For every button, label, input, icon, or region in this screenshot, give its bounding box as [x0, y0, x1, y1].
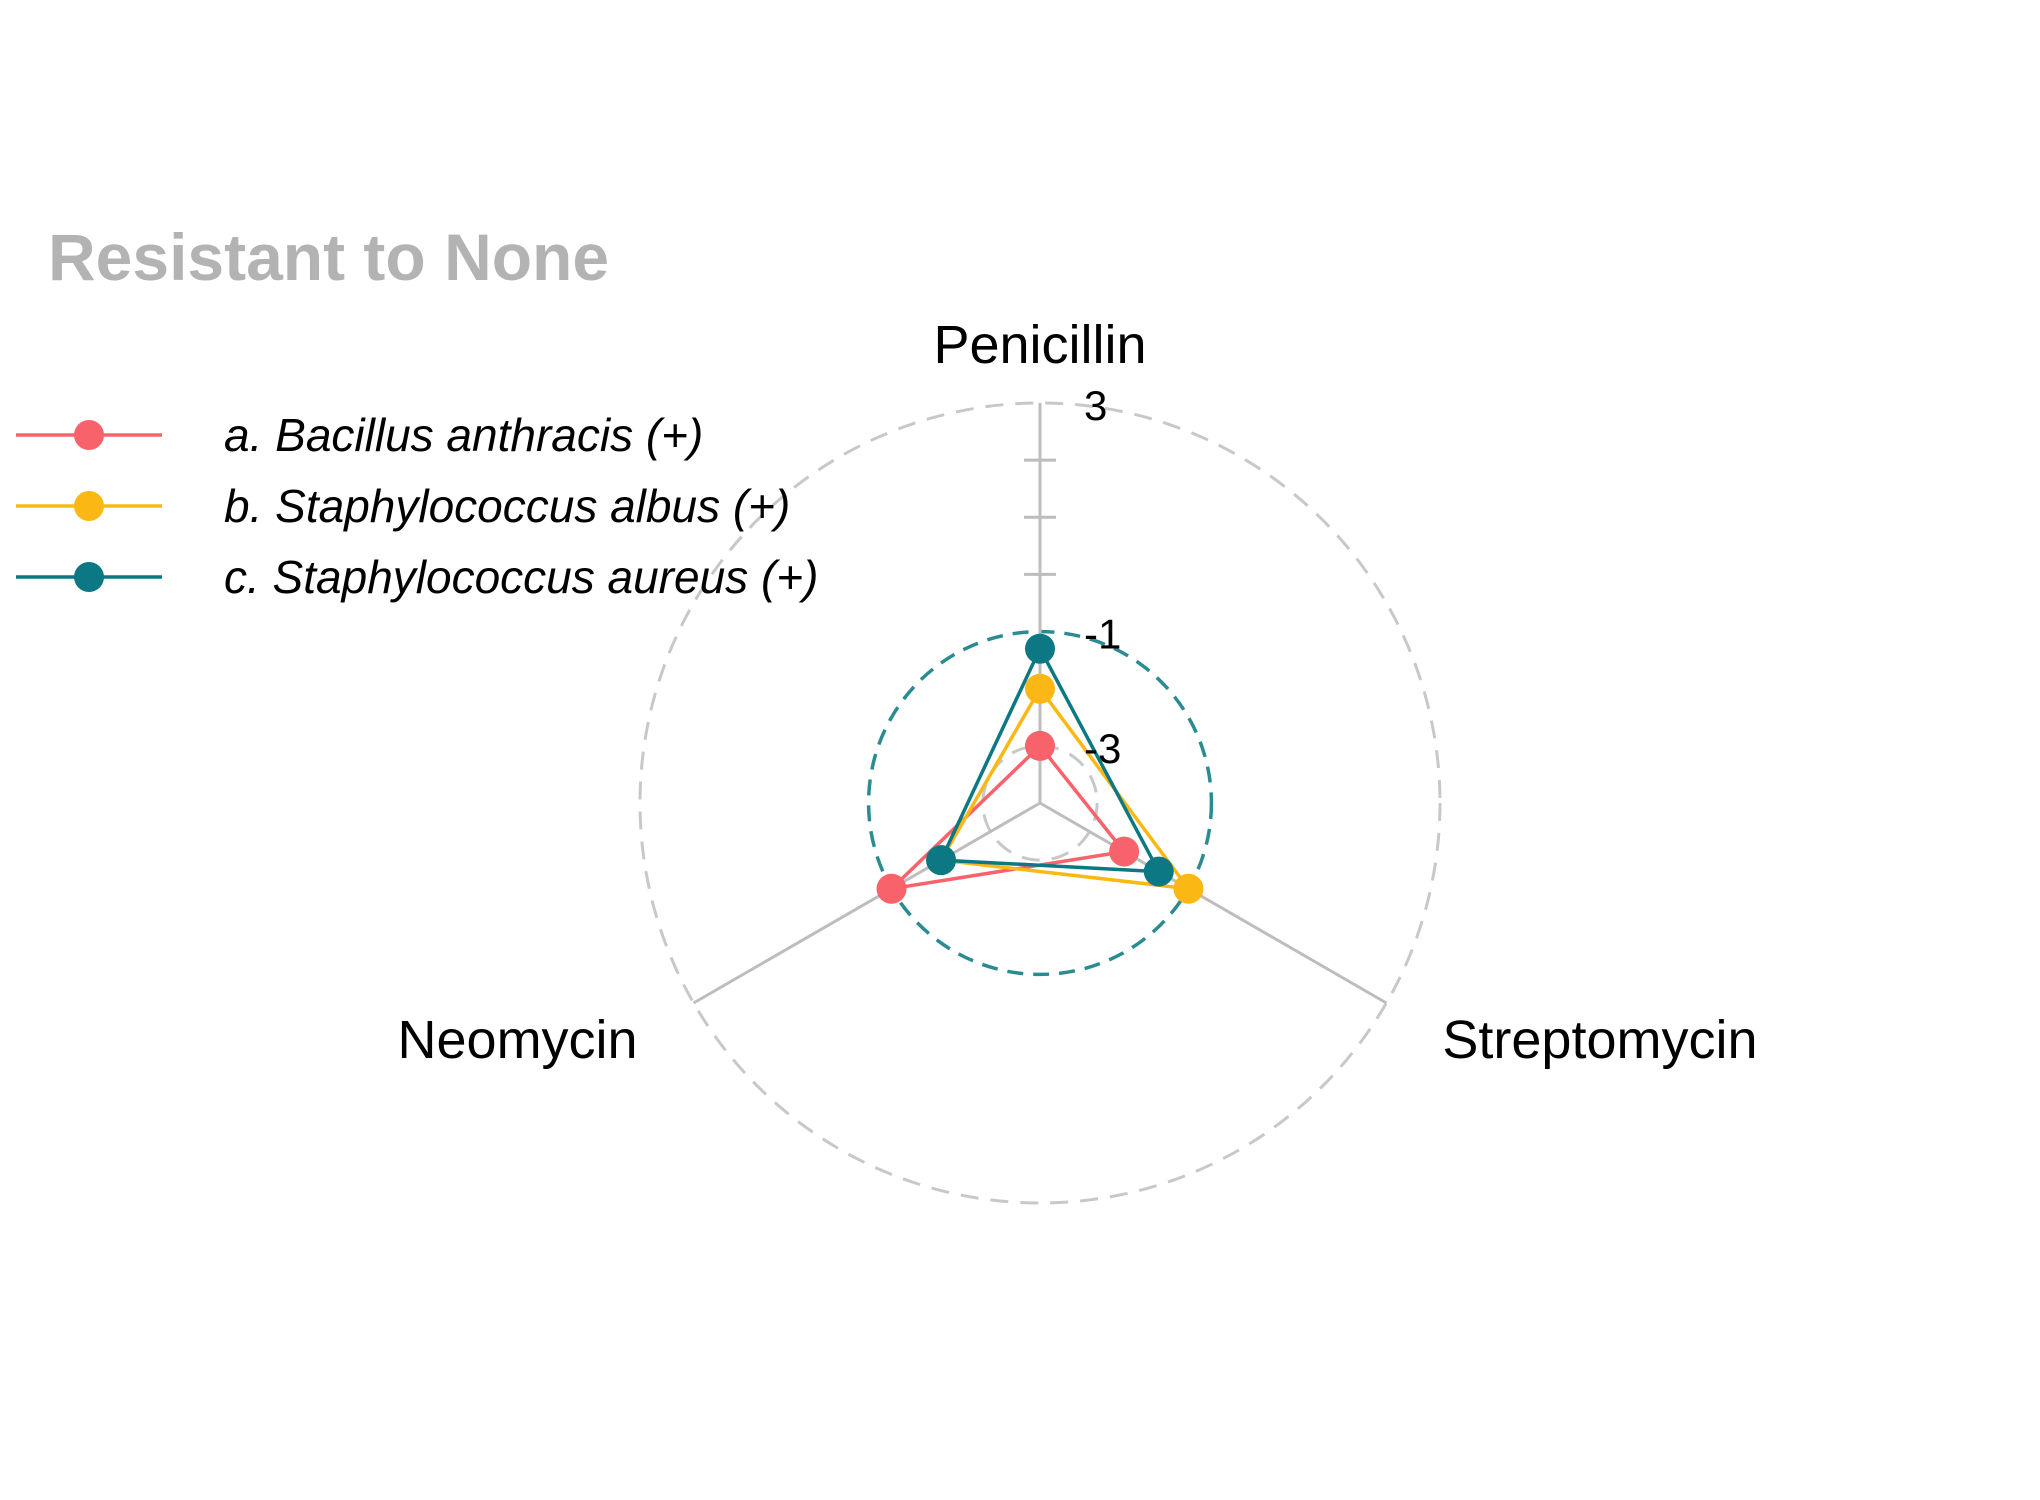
series-point-2-1	[1143, 856, 1174, 887]
chart-title: Resistant to None	[48, 220, 609, 294]
legend: a. Bacillus anthracis (+) b. Staphylococc…	[16, 409, 818, 603]
series-point-1-1	[1173, 873, 1204, 904]
grid-circle-0	[638, 401, 1442, 1205]
series-layer	[876, 633, 1204, 904]
axis-line-2	[692, 801, 1041, 1005]
series-point-2-2	[926, 845, 957, 876]
legend-label-2: c. Staphylococcus aureus (+)	[224, 551, 818, 603]
legend-marker-0	[74, 420, 104, 450]
legend-marker-2	[74, 562, 104, 592]
series-point-2-0	[1025, 633, 1055, 664]
series-point-1-0	[1025, 673, 1055, 704]
tick-label: -3	[1084, 725, 1121, 772]
legend-label-0: a. Bacillus anthracis (+)	[224, 409, 703, 461]
grid-circle-1	[981, 744, 1099, 862]
series-point-0-1	[1109, 836, 1140, 867]
legend-marker-1	[74, 491, 104, 521]
tick-label: 3	[1084, 382, 1107, 429]
axis-label-neomycin: Neomycin	[398, 1010, 638, 1070]
axis-label-penicillin: Penicillin	[933, 315, 1146, 375]
axis-line-1	[1039, 801, 1388, 1005]
series-point-0-2	[876, 873, 907, 904]
legend-label-1: b. Staphylococcus albus (+)	[224, 480, 790, 532]
tick-label: -1	[1084, 611, 1121, 658]
series-point-0-0	[1025, 730, 1055, 761]
axis-label-streptomycin: Streptomycin	[1442, 1010, 1757, 1070]
series-line-2	[939, 646, 1161, 874]
